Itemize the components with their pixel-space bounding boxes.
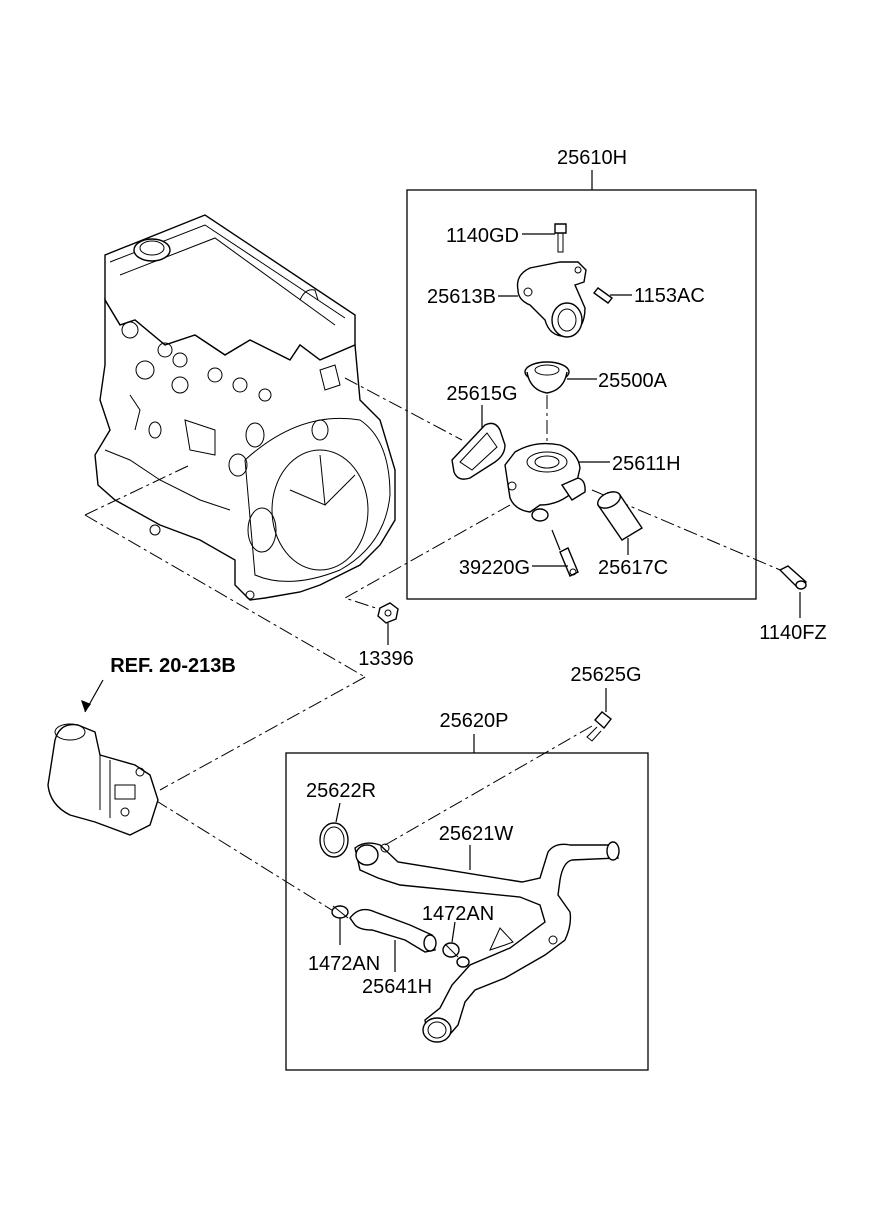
bolt-1140FZ-part	[778, 565, 808, 590]
label-1140GD: 1140GD	[446, 225, 519, 247]
clamp-1472AN-a-part	[331, 905, 349, 919]
water-pipe-25621W-part	[354, 841, 620, 1043]
label-1472AN-upper: 1472AN	[422, 903, 494, 925]
engine-block-illustration	[94, 214, 396, 601]
thermostat-group-box	[406, 189, 757, 600]
clamp-1472AN-b-part	[442, 942, 470, 968]
thermostat-part	[524, 361, 570, 394]
reference-label: REF. 20-213B	[110, 655, 236, 677]
label-25613B: 25613B	[427, 286, 496, 308]
label-25500A: 25500A	[598, 370, 668, 392]
thermostat-cover-part	[516, 261, 587, 338]
label-25615G: 25615G	[446, 383, 517, 405]
pipe-25617C-part	[596, 491, 643, 541]
label-25625G: 25625G	[570, 664, 641, 686]
label-1472AN-lower: 1472AN	[308, 953, 380, 975]
label-25622R: 25622R	[306, 780, 376, 802]
hose-25641H-part	[349, 908, 437, 953]
ref-arrowhead	[81, 700, 91, 712]
pipe-group-box	[285, 752, 649, 1071]
oil-filter-assembly-part	[47, 723, 159, 836]
label-25617C: 25617C	[598, 557, 668, 579]
label-25611H: 25611H	[612, 453, 681, 475]
sensor-39220G-part	[559, 547, 579, 577]
thermostat-housing-part	[504, 442, 586, 522]
label-1153AC: 1153AC	[634, 285, 705, 307]
gasket-25615G-part	[451, 422, 506, 480]
label-1140FZ: 1140FZ	[759, 622, 826, 644]
bolt-1153AC-part	[592, 287, 614, 304]
label-25621W: 25621W	[439, 823, 514, 845]
label-13396: 13396	[358, 648, 414, 670]
bolt-25625G-part	[586, 711, 612, 742]
label-25620P: 25620P	[440, 710, 509, 732]
nut-13396-part	[377, 602, 399, 624]
label-leaders	[335, 170, 801, 972]
o-ring-25622R-part	[319, 822, 349, 858]
label-25610H: 25610H	[557, 147, 627, 169]
bolt-1140GD-part	[554, 223, 567, 253]
label-25641H: 25641H	[362, 976, 432, 998]
label-39220G: 39220G	[459, 557, 530, 579]
